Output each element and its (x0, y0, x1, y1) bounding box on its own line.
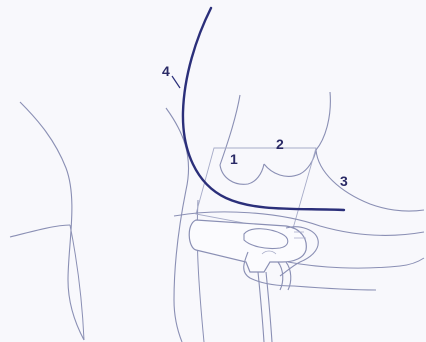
thick-line-4 (183, 8, 344, 210)
left-arm-outline (10, 225, 70, 237)
forearm-lower (288, 258, 424, 268)
label-2: 2 (276, 136, 284, 152)
left-body-outline (20, 102, 84, 340)
structure-2-top (316, 92, 330, 150)
label-3: 3 (340, 173, 348, 189)
structure-2-outline (264, 150, 316, 176)
label-1: 1 (230, 151, 238, 167)
label-4-leader (172, 76, 180, 88)
left-arm-lower-outline (70, 225, 84, 340)
probe-cable-2 (266, 272, 272, 342)
structure-3-outline (316, 150, 424, 211)
label-4: 4 (162, 63, 170, 79)
structure-1-outline (220, 95, 264, 184)
